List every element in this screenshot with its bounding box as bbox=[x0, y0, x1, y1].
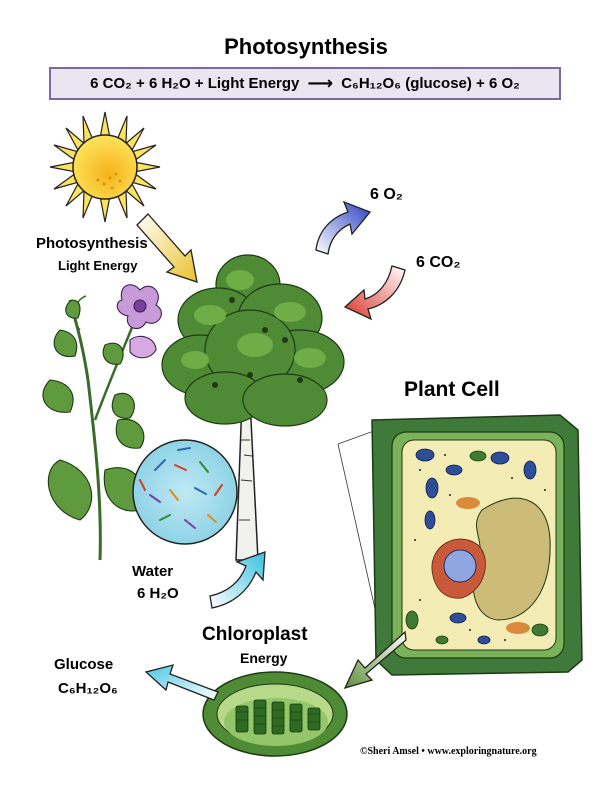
chloroplast-icon bbox=[202, 671, 348, 757]
equation-box: 6 CO₂ + 6 H₂O + Light Energy ⟶ C₆H₁₂O₆ (… bbox=[49, 67, 561, 100]
plant-cell-label: Plant Cell bbox=[404, 378, 500, 401]
equation-left: 6 CO₂ + 6 H₂O + Light Energy bbox=[90, 75, 300, 92]
water-arrow bbox=[209, 551, 266, 609]
credit-text: ©Sheri Amsel • www.exploringnature.org bbox=[360, 746, 537, 757]
glucose-formula-label: C₆H₁₂O₆ bbox=[58, 680, 118, 697]
equation-arrow: ⟶ bbox=[307, 73, 334, 93]
water-microscope-icon bbox=[132, 439, 238, 545]
sun-icon bbox=[49, 111, 161, 223]
carbon-dioxide-label: 6 CO₂ bbox=[416, 254, 461, 271]
carbon-dioxide-arrow bbox=[343, 265, 406, 321]
light-energy-label: Light Energy bbox=[58, 258, 138, 273]
oxygen-arrow bbox=[315, 200, 372, 255]
glucose-label: Glucose bbox=[54, 656, 114, 673]
chloroplast-label: Chloroplast bbox=[202, 624, 308, 645]
page-title: Photosynthesis bbox=[224, 34, 388, 59]
glucose-arrow bbox=[144, 664, 219, 701]
flower-plant-icon bbox=[42, 284, 162, 561]
equation-right: C₆H₁₂O₆ (glucose) + 6 O₂ bbox=[341, 75, 520, 92]
plant-cell-icon bbox=[371, 414, 583, 676]
water-label: Water bbox=[132, 563, 174, 580]
tree-icon bbox=[161, 254, 345, 561]
energy-label: Energy bbox=[240, 650, 288, 666]
water-formula-label: 6 H₂O bbox=[137, 585, 179, 602]
oxygen-label: 6 O₂ bbox=[370, 186, 403, 203]
light-energy-arrow bbox=[136, 213, 198, 283]
photosynthesis-label: Photosynthesis bbox=[36, 235, 148, 252]
chloroplast-arrow bbox=[343, 630, 407, 690]
